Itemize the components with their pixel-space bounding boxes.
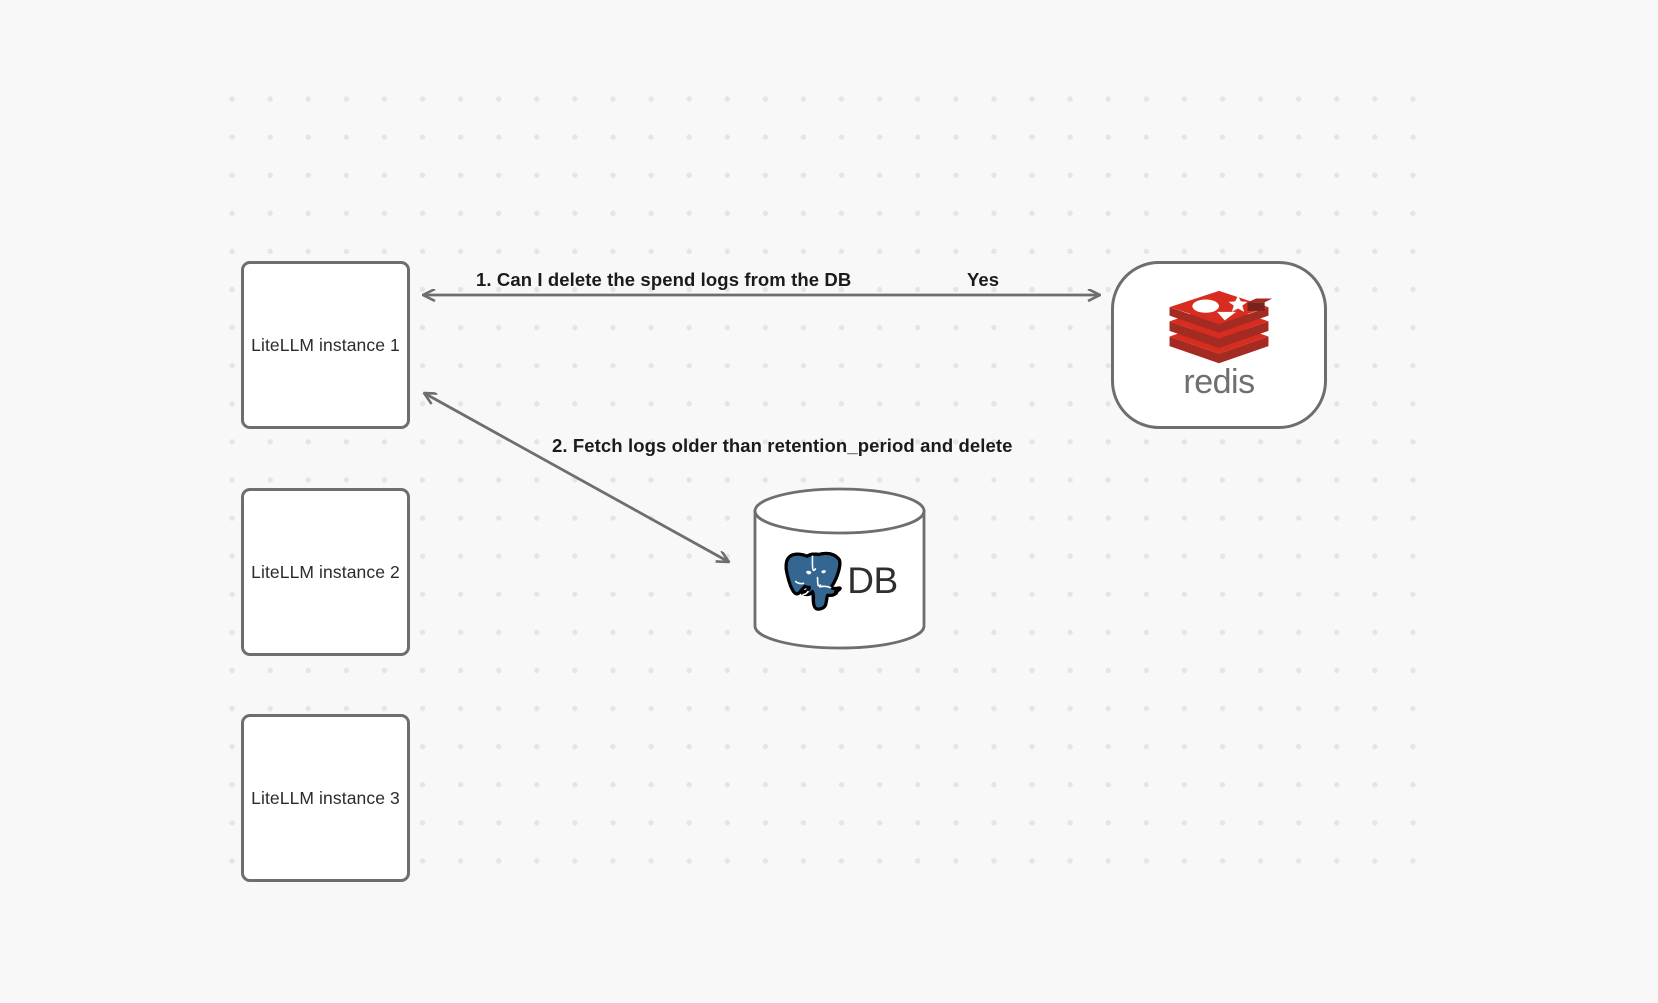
node-label: LiteLLM instance 2 [251, 561, 400, 582]
node-label: LiteLLM instance 3 [251, 787, 400, 808]
redis-wordmark: redis [1183, 365, 1255, 401]
node-litellm-instance-2[interactable]: LiteLLM instance 2 [241, 488, 410, 656]
node-litellm-instance-1[interactable]: LiteLLM instance 1 [241, 261, 410, 429]
node-litellm-instance-3[interactable]: LiteLLM instance 3 [241, 714, 410, 882]
edge-label-step-1-response: Yes [967, 269, 1000, 290]
edge-2-connector [424, 393, 729, 562]
redis-logo-icon [1169, 290, 1273, 364]
db-label: DB [847, 560, 898, 601]
svg-text:redis: redis [1183, 365, 1254, 401]
edge-label-step-1: 1. Can I delete the spend logs from the … [476, 269, 852, 290]
node-redis[interactable]: redis [1111, 261, 1327, 429]
node-postgres-db[interactable]: DB [752, 487, 927, 650]
postgresql-elephant-icon [784, 551, 843, 611]
cylinder-shape [753, 487, 926, 650]
node-label: LiteLLM instance 1 [251, 334, 400, 355]
edge-label-step-2: 2. Fetch logs older than retention_perio… [552, 435, 1013, 456]
